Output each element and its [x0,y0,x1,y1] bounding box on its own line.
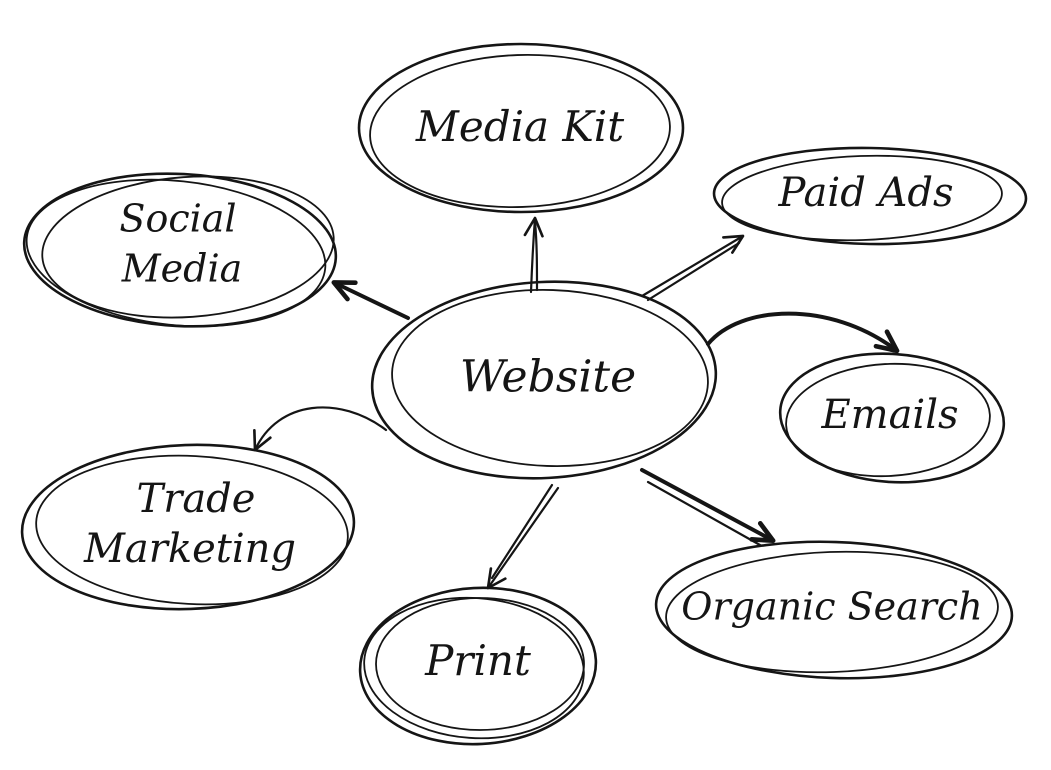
edge-website-to-social-media [331,280,410,320]
node-social-media: Social Media [22,172,338,328]
edge-website-to-paid-ads-second-stroke [646,241,741,302]
edge-website-to-trade-marketing [253,406,388,452]
node-trade-marketing-label-line1: Trade [137,476,256,522]
node-trade-marketing: Trade Marketing [20,443,356,611]
node-media-kit: Media Kit [357,42,685,214]
edge-website-to-media-kit [523,216,544,294]
node-paid-ads: Paid Ads [712,146,1028,246]
edge-website-to-paid-ads [640,234,745,298]
node-website-label: Website [460,352,636,403]
node-media-kit-label: Media Kit [415,102,624,151]
node-trade-marketing-label-line2: Marketing [83,526,296,572]
node-print-label: Print [424,636,531,685]
node-print: Print [358,586,598,746]
node-organic-search-label: Organic Search [681,585,982,629]
node-emails-label: Emails [820,392,958,438]
edge-website-to-organic-search [640,468,776,543]
node-website: Website [370,280,718,480]
edge-website-to-organic-search-second-stroke [646,480,762,547]
node-social-media-label-line1: Social [119,197,236,241]
node-social-media-label-line2: Media [121,247,243,291]
node-organic-search: Organic Search [654,540,1014,680]
edge-website-to-print-second-stroke [490,483,554,580]
edge-website-to-print [486,486,560,590]
node-paid-ads-label: Paid Ads [777,170,953,216]
edge-website-to-media-kit-second-stroke [533,220,539,292]
edge-website-to-emails [706,311,900,354]
node-emails: Emails [778,352,1006,484]
